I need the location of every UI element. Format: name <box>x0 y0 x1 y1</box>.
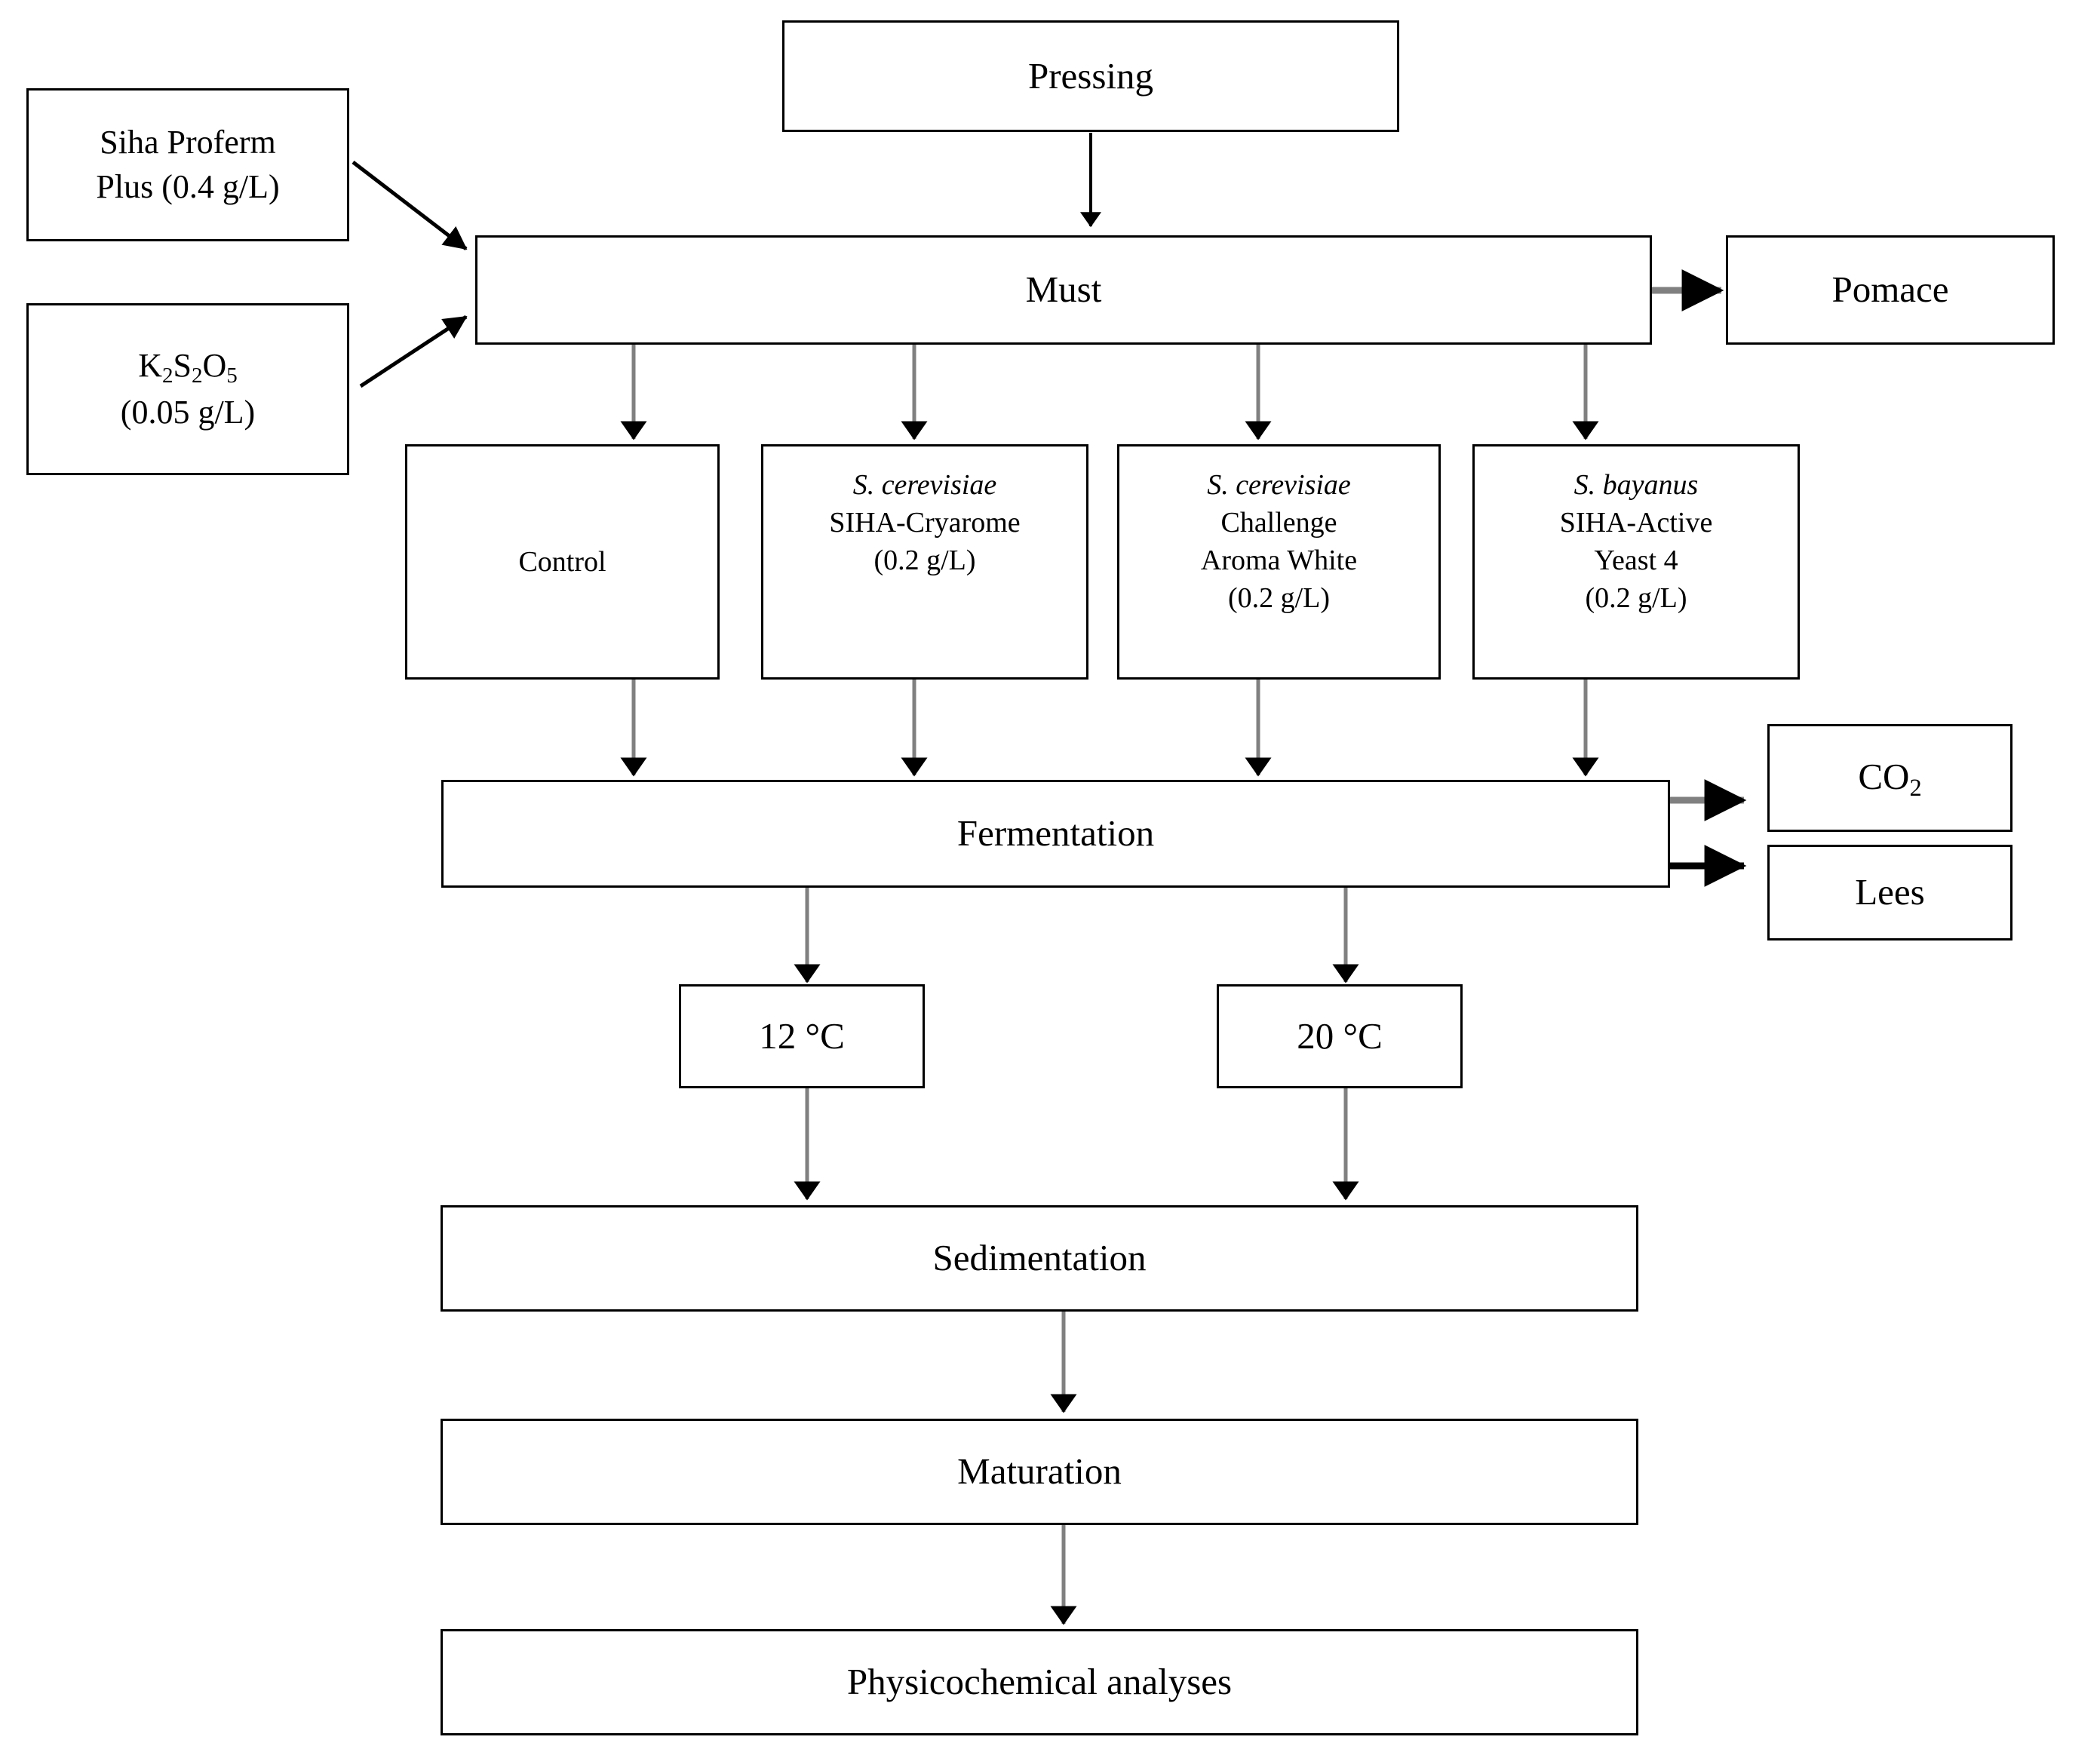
node-treatment-siha-active-yeast-4[interactable]: S. bayanus SIHA-Active Yeast 4 (0.2 g/L) <box>1472 444 1800 680</box>
treatment-1-line1: Control <box>518 545 606 578</box>
node-pressing[interactable]: Pressing <box>782 20 1399 132</box>
node-treatment-control[interactable]: Control <box>405 444 720 680</box>
co2-label: CO2 <box>1858 755 1922 801</box>
treatment-2-dose: (0.2 g/L) <box>873 545 976 577</box>
node-pomace[interactable]: Pomace <box>1726 235 2055 345</box>
node-temperature-20c[interactable]: 20 °C <box>1217 984 1463 1088</box>
analyses-label: Physicochemical analyses <box>846 1661 1233 1703</box>
node-lees[interactable]: Lees <box>1767 845 2012 941</box>
edge-siha-to-must <box>352 161 468 250</box>
treatment-3-species: S. cerevisiae <box>1207 469 1351 501</box>
sedimentation-label: Sedimentation <box>932 1237 1147 1279</box>
kms-dose: (0.05 g/L) <box>120 393 256 431</box>
treatment-2-species: S. cerevisiae <box>852 469 997 501</box>
pressing-label: Pressing <box>1027 54 1154 97</box>
temp-low-label: 12 °C <box>759 1014 845 1057</box>
node-maturation[interactable]: Maturation <box>441 1419 1638 1525</box>
treatment-3-dose: (0.2 g/L) <box>1227 582 1331 615</box>
treatment-3-strain-line2: Aroma White <box>1200 545 1358 577</box>
siha-proferm-line1: Siha Proferm <box>100 124 276 161</box>
must-label: Must <box>1025 268 1102 311</box>
maturation-label: Maturation <box>957 1450 1122 1493</box>
treatment-4-strain-line1: SIHA-Active <box>1559 507 1713 539</box>
fermentation-label: Fermentation <box>956 812 1155 855</box>
node-treatment-siha-cryarome[interactable]: S. cerevisiae SIHA-Cryarome (0.2 g/L) <box>761 444 1088 680</box>
temp-high-label: 20 °C <box>1297 1014 1383 1057</box>
lees-label: Lees <box>1855 871 1925 913</box>
node-potassium-metabisulfite[interactable]: K2S2O5 (0.05 g/L) <box>26 303 349 475</box>
siha-proferm-line2: Plus (0.4 g/L) <box>96 167 280 205</box>
kms-formula: K2S2O5 <box>138 347 238 388</box>
pomace-label: Pomace <box>1831 268 1949 311</box>
node-co2[interactable]: CO2 <box>1767 724 2012 832</box>
node-must[interactable]: Must <box>475 235 1652 345</box>
treatment-4-species: S. bayanus <box>1573 469 1699 501</box>
treatment-2-strain: SIHA-Cryarome <box>829 507 1021 539</box>
edge-kms-to-must <box>359 315 468 388</box>
treatment-4-dose: (0.2 g/L) <box>1585 582 1687 615</box>
treatment-4-strain-line2: Yeast 4 <box>1594 545 1678 577</box>
node-sedimentation[interactable]: Sedimentation <box>441 1205 1638 1312</box>
node-treatment-challenge-aroma-white[interactable]: S. cerevisiae Challenge Aroma White (0.2… <box>1117 444 1441 680</box>
node-physicochemical-analyses[interactable]: Physicochemical analyses <box>441 1629 1638 1735</box>
node-temperature-12c[interactable]: 12 °C <box>679 984 925 1088</box>
treatment-3-strain-line1: Challenge <box>1220 507 1337 539</box>
node-siha-proferm[interactable]: Siha Proferm Plus (0.4 g/L) <box>26 88 349 241</box>
node-fermentation[interactable]: Fermentation <box>441 780 1670 888</box>
